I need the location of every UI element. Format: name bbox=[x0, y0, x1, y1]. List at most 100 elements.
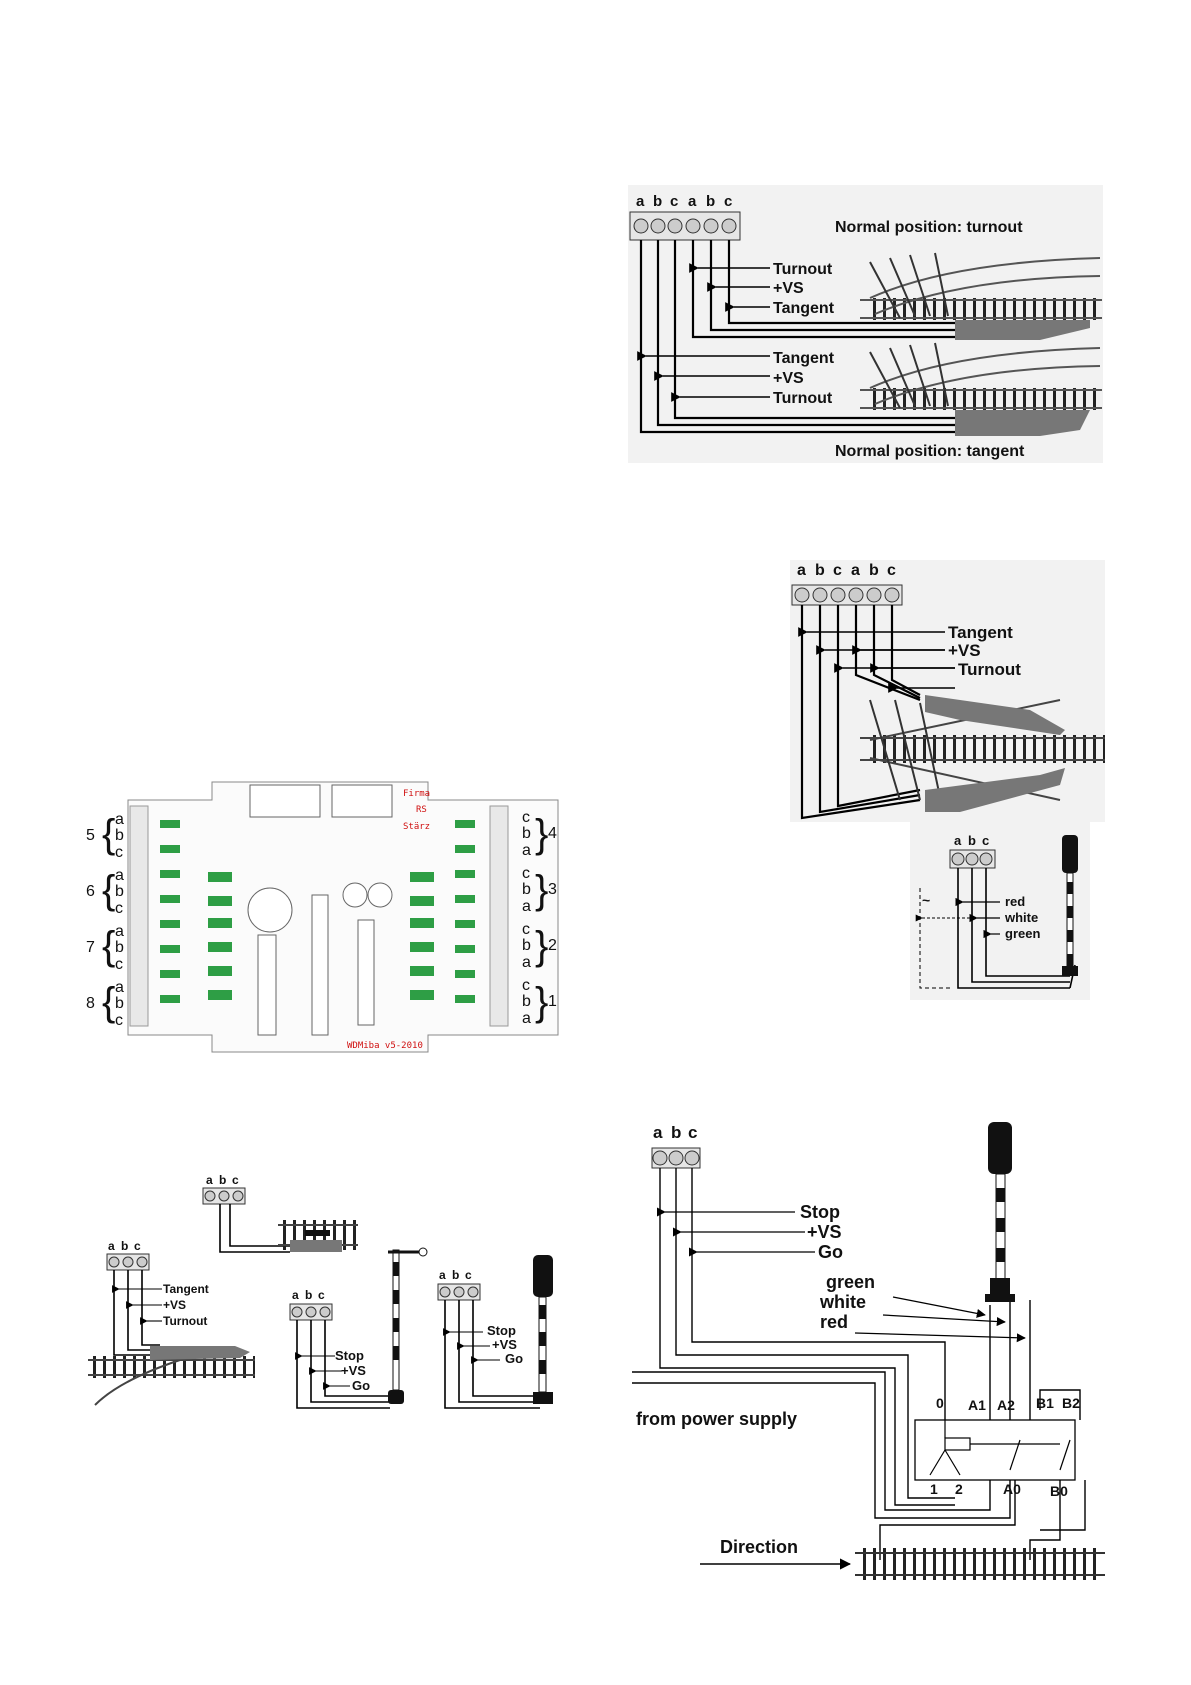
wire-label: +VS bbox=[948, 641, 981, 660]
pin-letter: c bbox=[522, 809, 530, 826]
svg-text:}: } bbox=[535, 924, 548, 968]
decoder-pcb: Firma RS Stärz WDMiba v5-2010 5 6 7 8 a … bbox=[86, 781, 559, 1053]
svg-text:{: { bbox=[102, 812, 115, 856]
terminal-label: c bbox=[134, 1239, 141, 1253]
pin-letter: b bbox=[522, 881, 531, 898]
light-signal-icon bbox=[985, 1122, 1015, 1302]
light-signal-diagram: a b c ~ red white green bbox=[910, 822, 1090, 1000]
turnout-track-lower bbox=[860, 342, 1102, 436]
wire-label: Go bbox=[352, 1378, 370, 1393]
turnout-wiring-diagram: a b c a b c Normal position: turnout Tur… bbox=[628, 185, 1103, 463]
pcb-terminals-right bbox=[489, 805, 509, 1027]
relay-signal-diagram: a b c Stop +VS bbox=[632, 1122, 1105, 1580]
pin-letter: b bbox=[522, 937, 531, 954]
terminal-label: b bbox=[653, 193, 662, 210]
wire-label: +VS bbox=[341, 1363, 366, 1378]
terminal-label: b bbox=[968, 833, 976, 848]
pin-letter: a bbox=[522, 1010, 531, 1027]
wire-label: Turnout bbox=[773, 261, 833, 278]
wire-label: green bbox=[1005, 926, 1040, 941]
pin-letter: c bbox=[115, 844, 123, 861]
wire-label: Tangent bbox=[773, 350, 835, 367]
group-number: 2 bbox=[548, 937, 557, 954]
svg-text:}: } bbox=[535, 812, 548, 856]
pcb-label: RS bbox=[416, 805, 427, 815]
terminal-label: b bbox=[452, 1268, 459, 1282]
wire-label: green bbox=[826, 1272, 875, 1292]
wire-label: Stop bbox=[800, 1202, 840, 1222]
wire-label: +VS bbox=[807, 1222, 842, 1242]
pin-letter: c bbox=[522, 977, 530, 994]
pcb-version: WDMiba v5-2010 bbox=[347, 1041, 423, 1051]
wire-label: white bbox=[819, 1292, 866, 1312]
pcb-capacitor bbox=[367, 882, 393, 908]
pin-letter: b bbox=[522, 993, 531, 1010]
light-signal-icon bbox=[533, 1255, 553, 1404]
wire-label: +VS bbox=[773, 280, 804, 297]
power-supply-label: from power supply bbox=[636, 1409, 797, 1429]
uncoupler-track bbox=[278, 1220, 358, 1252]
wire-label: Turnout bbox=[958, 660, 1021, 679]
contact-label: 1 bbox=[930, 1481, 938, 1497]
power-wire-dashed bbox=[919, 888, 950, 989]
wire-label: Tangent bbox=[163, 1282, 209, 1296]
wire-label: Tangent bbox=[773, 300, 835, 317]
pcb-label: Stärz bbox=[403, 822, 430, 832]
wiring-examples: a b c a b c bbox=[88, 1173, 553, 1409]
wire-label: +VS bbox=[773, 370, 804, 387]
svg-text:{: { bbox=[102, 980, 115, 1024]
terminal-label: b bbox=[869, 562, 879, 579]
wire-label: Stop bbox=[335, 1348, 364, 1363]
wires bbox=[632, 1168, 1086, 1560]
terminal-label: b bbox=[671, 1123, 681, 1142]
contact-label: B2 bbox=[1062, 1395, 1080, 1411]
wire-label: red bbox=[1005, 894, 1025, 909]
wire-label: +VS bbox=[163, 1298, 186, 1312]
direction-label: Direction bbox=[720, 1537, 798, 1557]
pcb-connector bbox=[331, 784, 393, 818]
diagram-title: Normal position: turnout bbox=[835, 219, 1023, 236]
pin-letter: a bbox=[522, 898, 531, 915]
pin-letter: b bbox=[115, 883, 124, 900]
group-number: 1 bbox=[548, 993, 557, 1010]
pcb-capacitor bbox=[247, 887, 293, 933]
pcb-components bbox=[160, 820, 475, 1003]
terminal-label: a bbox=[954, 833, 962, 848]
group-number: 4 bbox=[548, 825, 557, 842]
pin-letter: b bbox=[115, 827, 124, 844]
terminal-label: a bbox=[653, 1123, 663, 1142]
contact-label: 2 bbox=[955, 1481, 963, 1497]
wire-label: white bbox=[1004, 910, 1038, 925]
group-number: 8 bbox=[86, 995, 95, 1012]
terminal-label: c bbox=[670, 193, 678, 210]
wire-label: Stop bbox=[487, 1323, 516, 1338]
terminal-label: b bbox=[121, 1239, 128, 1253]
wires bbox=[957, 868, 1076, 989]
pin-letter: a bbox=[522, 842, 531, 859]
terminal-label: a bbox=[206, 1173, 213, 1187]
wire-label: Turnout bbox=[773, 390, 833, 407]
group-number: 6 bbox=[86, 883, 95, 900]
semaphore-signal-icon bbox=[388, 1247, 428, 1404]
terminal-label: c bbox=[982, 833, 989, 848]
pin-letter: b bbox=[115, 995, 124, 1012]
pcb-left-labels: 5 6 7 8 a b c a b c a b c a b c {{ {{ bbox=[86, 811, 124, 1029]
pin-letter: a bbox=[115, 867, 124, 884]
wire-label: Go bbox=[818, 1242, 843, 1262]
wire-label: Tangent bbox=[948, 623, 1013, 642]
terminal-label: a bbox=[797, 562, 806, 579]
pin-letter: a bbox=[522, 954, 531, 971]
signal-arrows bbox=[955, 897, 1000, 939]
pin-letter: c bbox=[115, 956, 123, 973]
terminal-label: b bbox=[815, 562, 825, 579]
terminal-label: b bbox=[305, 1288, 312, 1302]
group-number: 3 bbox=[548, 881, 557, 898]
three-way-turnout-track bbox=[860, 695, 1105, 812]
pin-letter: c bbox=[115, 1012, 123, 1029]
contact-label: 0 bbox=[936, 1395, 944, 1411]
pcb-chip bbox=[257, 934, 277, 1036]
signal-arrows bbox=[656, 1207, 1026, 1343]
pin-letter: a bbox=[115, 811, 124, 828]
three-way-turnout-diagram: a b c a b c Tangent +VS Turnout bbox=[790, 560, 1105, 822]
pin-letter: a bbox=[115, 979, 124, 996]
